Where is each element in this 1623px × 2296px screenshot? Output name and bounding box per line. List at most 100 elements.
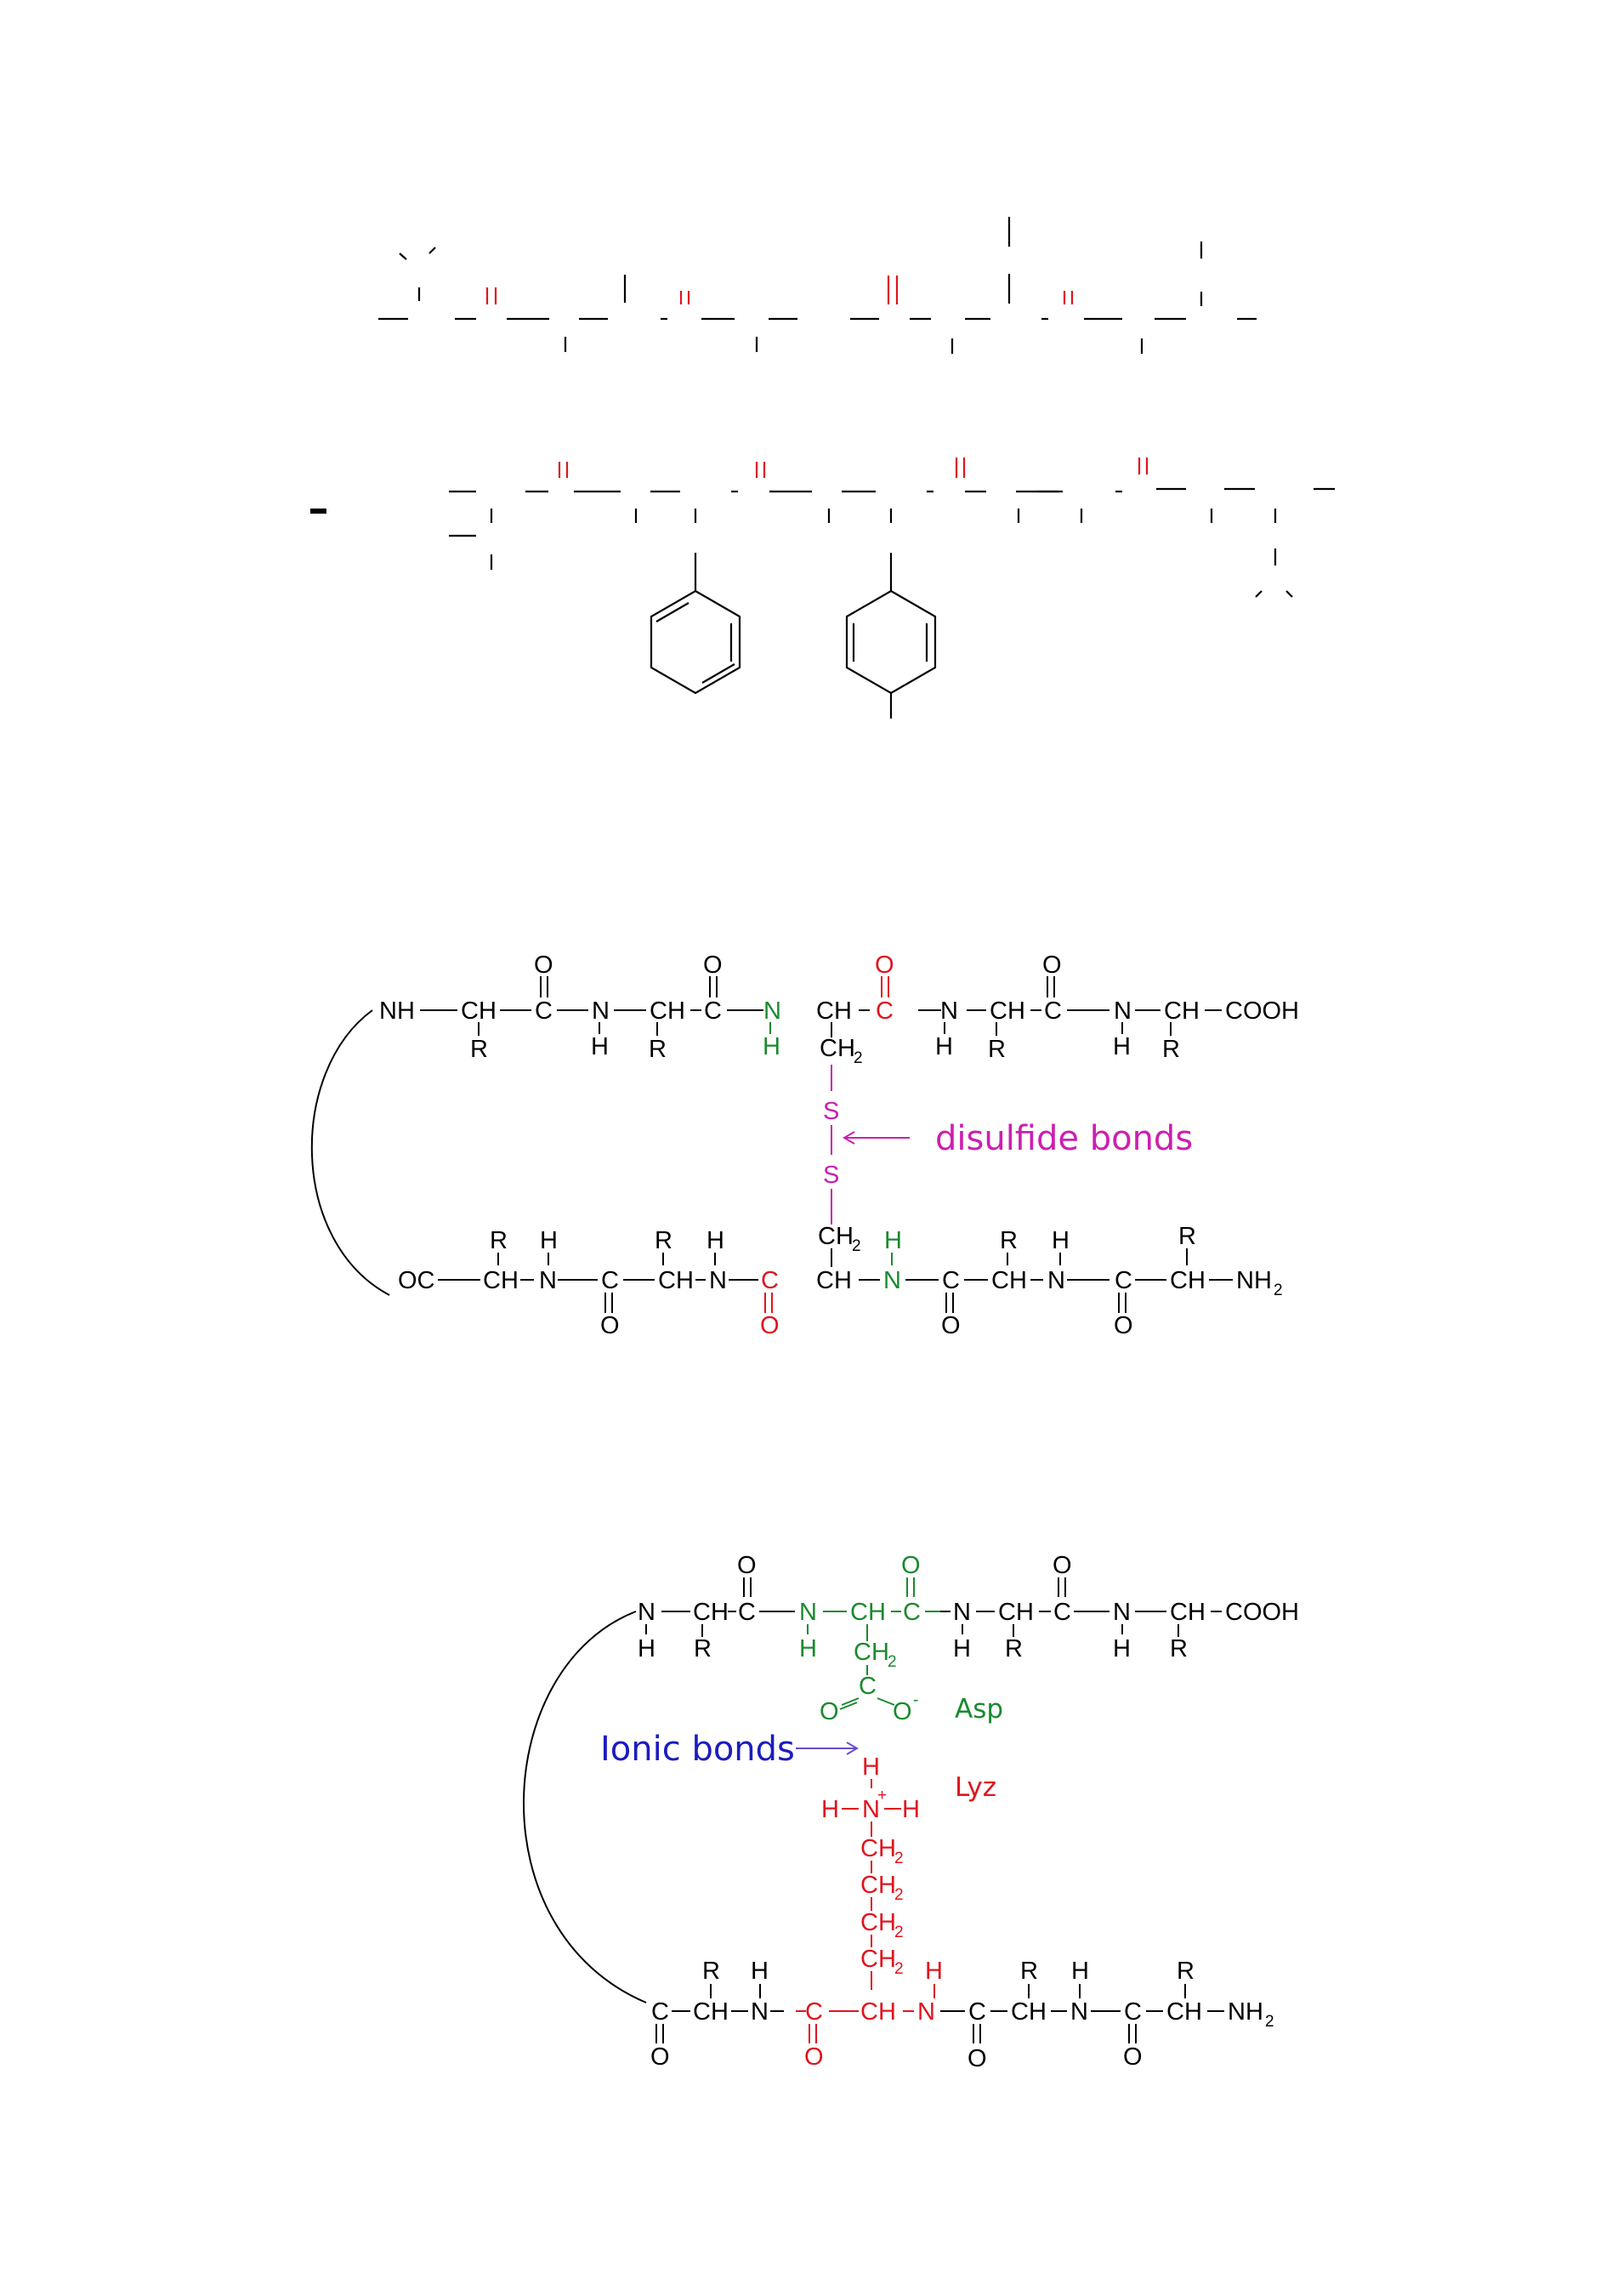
atom-c-green: C (903, 1599, 921, 1626)
atom-n: N (1047, 1267, 1065, 1294)
atom-o: O (1053, 1552, 1072, 1579)
atom-o: O (650, 2043, 670, 2071)
atom-h: H (1052, 1227, 1070, 1254)
atom-c: C (1044, 997, 1062, 1025)
plus-charge: + (877, 1787, 887, 1804)
atom-ch: CH (693, 1998, 729, 2026)
subscript-2: 2 (894, 1960, 904, 1978)
atom-c: C (1124, 1998, 1142, 2026)
atom-r: R (1170, 1635, 1188, 1662)
atom-ch: CH (1011, 1998, 1047, 2026)
atom-ch: CH (998, 1599, 1034, 1626)
atom-r: R (1000, 1227, 1018, 1254)
skeletal-structure-1 (378, 217, 1257, 354)
atom-h: H (1071, 1958, 1089, 1985)
atom-ch2-red: CH (860, 1909, 896, 1936)
atom-o: O (1123, 2043, 1143, 2071)
atom-ch: CH (658, 1267, 694, 1294)
atom-h: H (953, 1635, 971, 1662)
lyz-label: Lyz (955, 1772, 996, 1803)
atom-ch: CH (816, 997, 852, 1025)
disulfide-diagram: NH CH C O N H R CH R C O CH CH 2 N H CH … (310, 952, 1299, 1339)
nh2-terminal: NH (1228, 1998, 1263, 2026)
atom-c: C (968, 1998, 986, 2026)
atom-c: C (704, 997, 722, 1025)
atom-ch: CH (1170, 1599, 1206, 1626)
atom-ch: CH (483, 1267, 519, 1294)
atom-ch: CH (693, 1599, 729, 1626)
atom-o: O (737, 1552, 757, 1579)
atom-n: N (592, 997, 610, 1025)
atom-o: O (534, 952, 553, 979)
atom-h-green: H (799, 1635, 817, 1662)
atom-n: N (539, 1267, 557, 1294)
atom-ch2: CH (820, 1035, 855, 1062)
minus-charge: - (913, 1691, 918, 1709)
atom-o: O (703, 952, 723, 979)
atom-r: R (490, 1227, 508, 1254)
disulfide-arrow (843, 1131, 910, 1145)
atom-r: R (655, 1227, 672, 1254)
atom-ch-red: CH (860, 1998, 896, 2026)
atom-r: R (702, 1958, 720, 1985)
atom-ch2-red: CH (860, 1835, 896, 1862)
atom-o: O (941, 1312, 961, 1339)
atom-h-green: H (884, 1227, 902, 1254)
asp-label: Asp (955, 1694, 1003, 1725)
loop-curve-2 (523, 1611, 647, 2003)
sulfur-2: S (823, 1162, 839, 1189)
atom-n: N (709, 1267, 727, 1294)
atom-r: R (649, 1036, 667, 1063)
atom-ch2-green: CH (854, 1639, 889, 1666)
subscript-2: 2 (894, 1924, 904, 1941)
atom-n-green: N (763, 997, 781, 1025)
double-bonds-red-2 (558, 457, 1149, 478)
subscript-2: 2 (852, 1237, 861, 1255)
skeletal-structure-2 (310, 487, 1335, 598)
subscript-2: 2 (894, 1886, 904, 1904)
sulfur-1: S (823, 1098, 839, 1125)
atom-h: H (1113, 1635, 1131, 1662)
atom-c: C (942, 1267, 960, 1294)
atom-n: N (1070, 1998, 1088, 2026)
atom-c: C (535, 997, 553, 1025)
atom-c-red: C (761, 1267, 779, 1294)
atom-r: R (1005, 1635, 1023, 1662)
atom-n: N (1113, 1599, 1131, 1626)
atom-ch2: CH (818, 1223, 854, 1250)
atom-c: C (1053, 1599, 1071, 1626)
atom-o-red: O (875, 952, 894, 979)
double-bonds-red-1 (485, 276, 1074, 304)
benzene-ring (650, 565, 741, 695)
nh-terminal: NH (379, 997, 415, 1025)
atom-c: C (601, 1267, 619, 1294)
atom-o-minus: O (893, 1698, 912, 1725)
atom-c: C (738, 1599, 756, 1626)
atom-h: H (751, 1958, 769, 1985)
atom-c-green: C (859, 1673, 877, 1700)
atom-c-red: C (805, 1998, 823, 2026)
ionic-bonds-label: Ionic bonds (600, 1730, 795, 1769)
atom-c: C (1115, 1267, 1132, 1294)
atom-h-red: H (902, 1796, 920, 1823)
atom-r: R (1177, 1958, 1195, 1985)
atom-n: N (751, 1998, 769, 2026)
atom-r: R (988, 1036, 1006, 1063)
atom-r: R (470, 1036, 488, 1063)
atom-n: N (953, 1599, 971, 1626)
atom-ch: CH (816, 1267, 852, 1294)
cooh-terminal: COOH (1225, 997, 1299, 1025)
atom-h-red: H (821, 1796, 839, 1823)
atom-ch: CH (461, 997, 497, 1025)
subscript-2: 2 (854, 1049, 863, 1067)
atom-o: O (600, 1312, 620, 1339)
oc-terminal: OC (398, 1267, 435, 1294)
atom-ch2-red: CH (860, 1872, 896, 1899)
atom-n-green: N (799, 1599, 817, 1626)
atom-h: H (935, 1033, 953, 1060)
atom-ch: CH (1164, 997, 1200, 1025)
atom-h: H (707, 1227, 724, 1254)
atom-ch-green: CH (850, 1599, 886, 1626)
atom-r: R (1020, 1958, 1038, 1985)
